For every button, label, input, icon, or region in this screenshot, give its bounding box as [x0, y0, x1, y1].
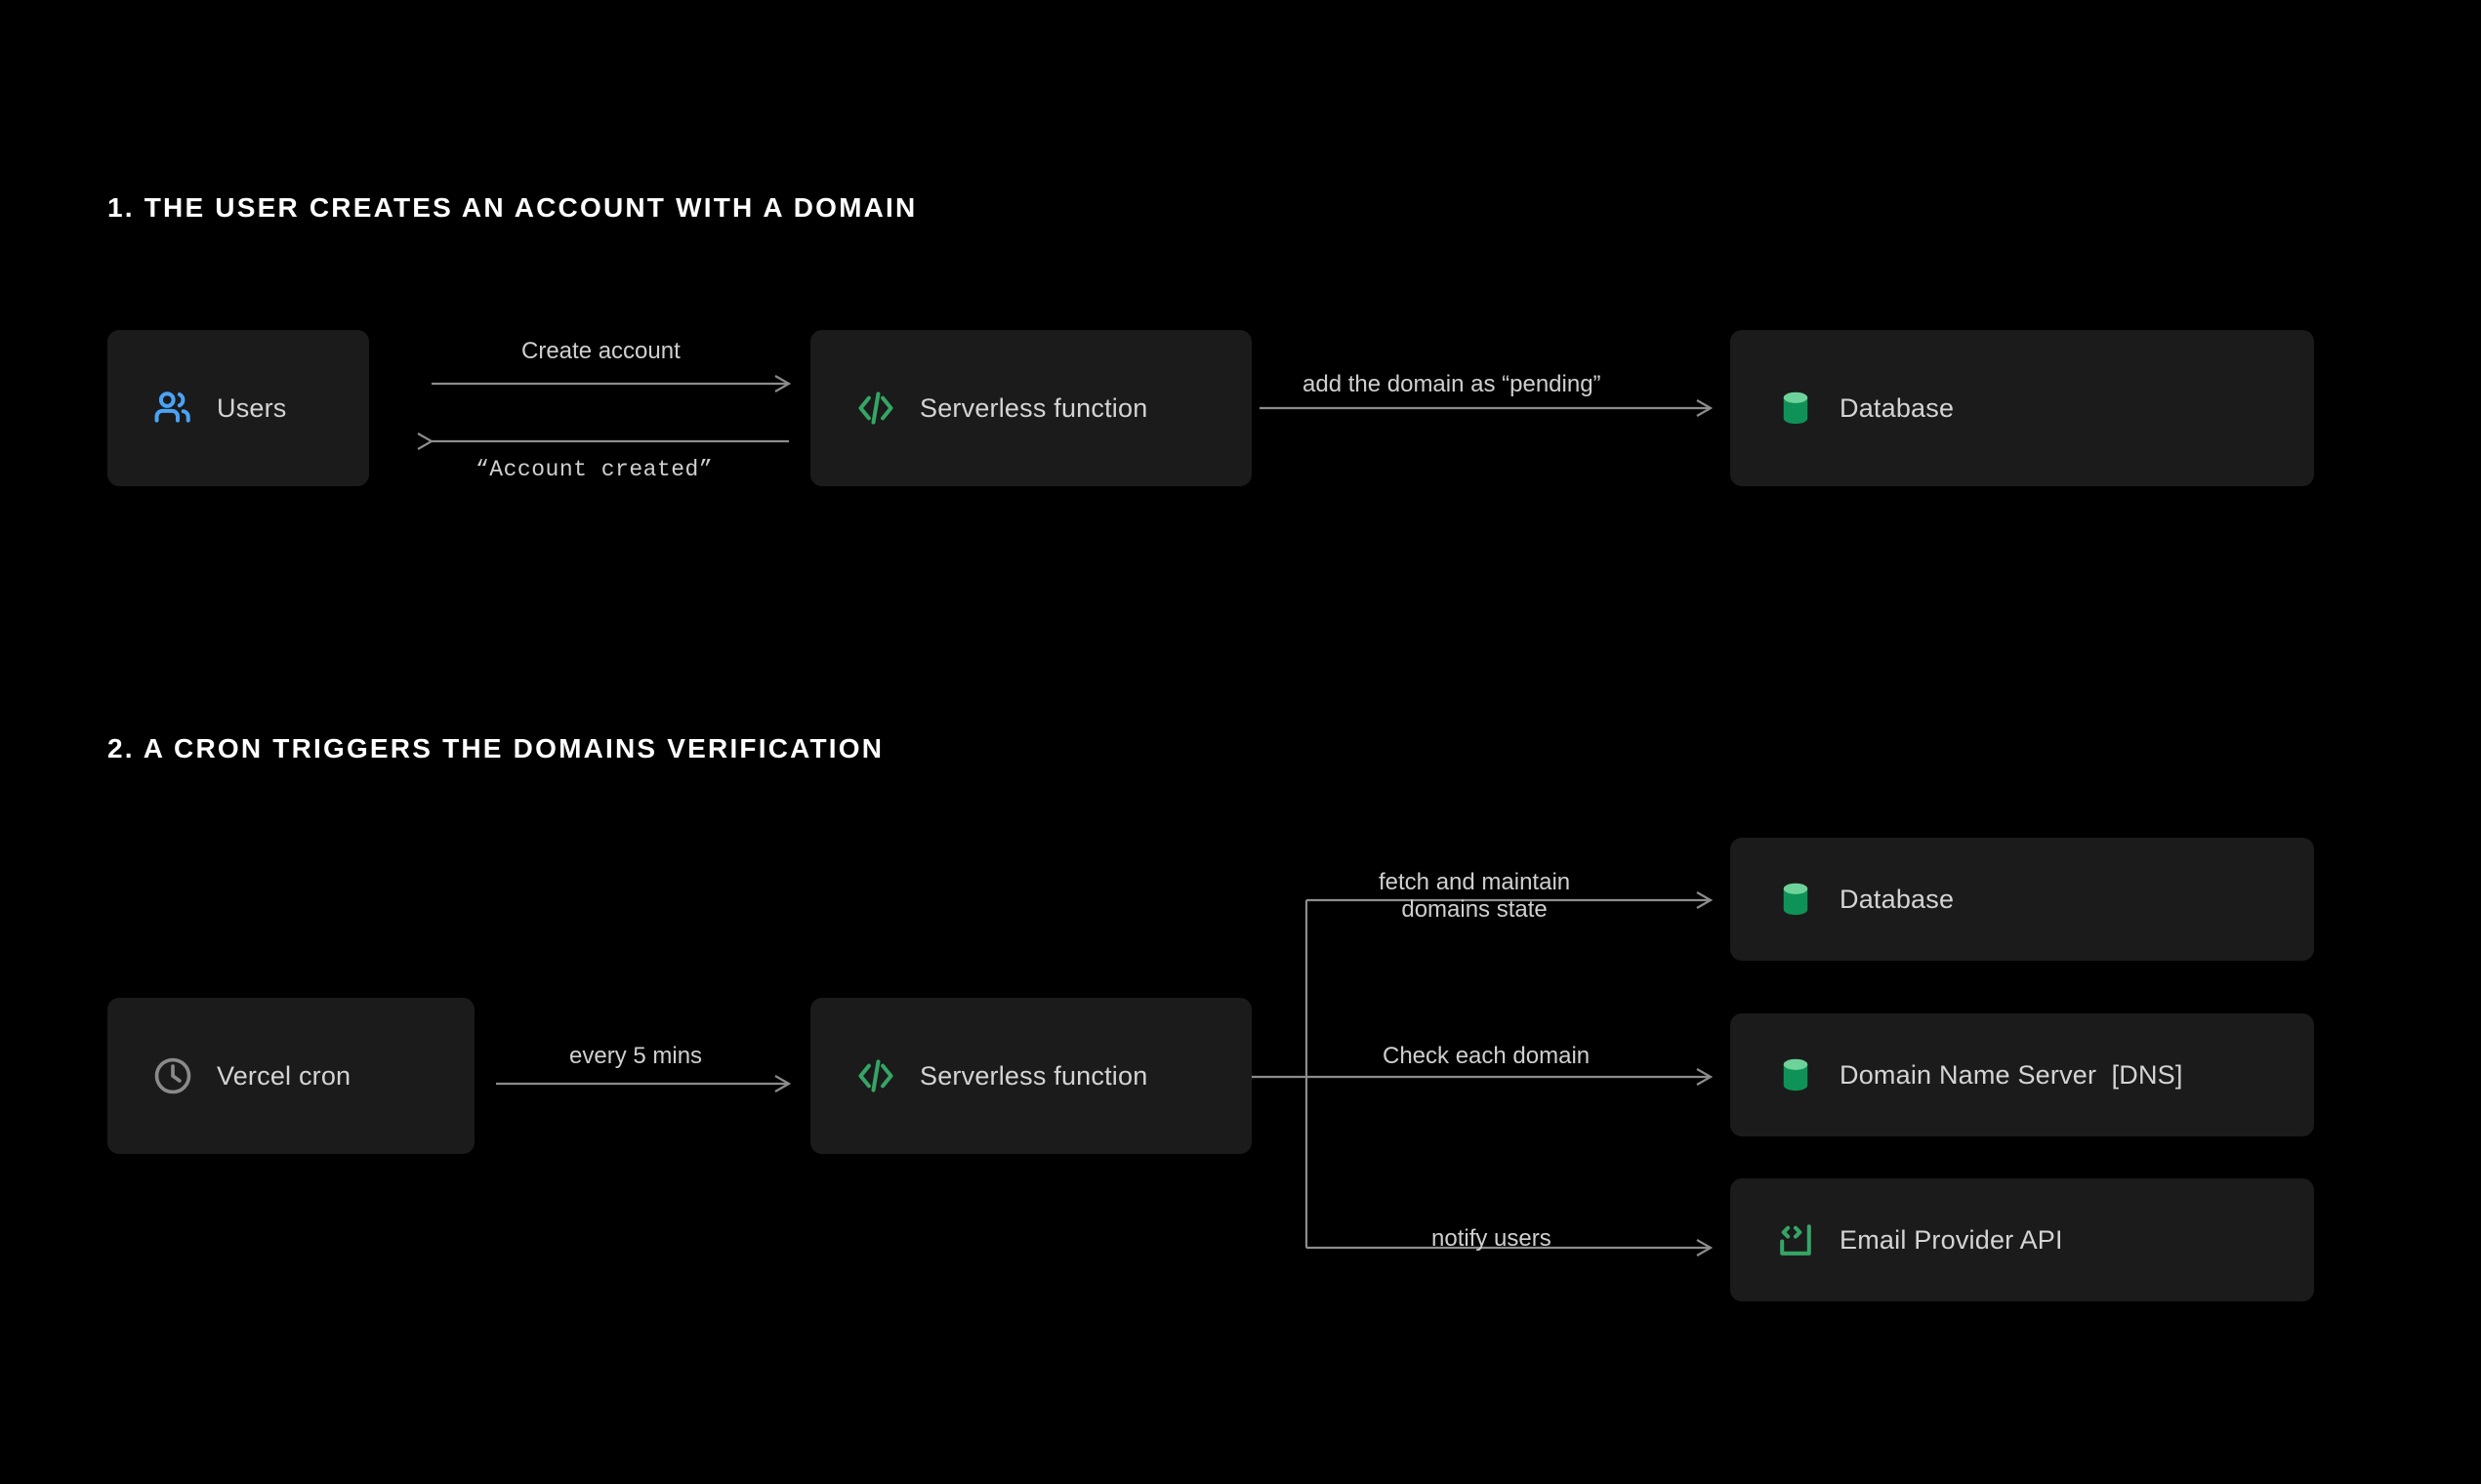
node-label: Vercel cron [217, 1060, 351, 1091]
edge-label-account-created: “Account created” [476, 457, 714, 482]
edge-label-fetch-and-maintain-domains-state: fetch and maintain domains state [1379, 869, 1571, 924]
node-label: Database [1840, 884, 1955, 914]
node-vercel-cron[interactable]: Vercel cron [107, 998, 475, 1154]
code-brackets-icon [853, 386, 898, 431]
edge-label-check-each-domain: Check each domain [1383, 1043, 1591, 1069]
node-label: Serverless function [920, 392, 1148, 423]
clock-icon [150, 1053, 195, 1098]
node-label: Serverless function [920, 1060, 1148, 1091]
node-serverless-function-2[interactable]: Serverless function [810, 998, 1252, 1154]
database-cylinder-icon [1773, 386, 1818, 431]
edge-label-add-domain-pending: add the domain as “pending” [1303, 371, 1601, 397]
node-database-2[interactable]: Database [1730, 838, 2314, 961]
database-cylinder-icon [1773, 1052, 1818, 1097]
api-brackets-icon [1773, 1217, 1818, 1262]
node-serverless-function-1[interactable]: Serverless function [810, 330, 1252, 486]
node-label: Users [217, 392, 287, 423]
node-label: Domain Name Server [DNS] [1840, 1059, 2183, 1090]
node-label: Email Provider API [1840, 1224, 2063, 1255]
edge-label-every-5-mins: every 5 mins [569, 1043, 703, 1069]
section-2-heading: 2. A CRON TRIGGERS THE DOMAINS VERIFICAT… [107, 733, 885, 763]
section-1-heading: 1. THE USER CREATES AN ACCOUNT WITH A DO… [107, 192, 918, 223]
database-cylinder-icon [1773, 877, 1818, 922]
code-brackets-icon [853, 1053, 898, 1098]
node-database-1[interactable]: Database [1730, 330, 2314, 486]
node-domain-name-server[interactable]: Domain Name Server [DNS] [1730, 1013, 2314, 1136]
node-email-provider-api[interactable]: Email Provider API [1730, 1178, 2314, 1301]
node-users[interactable]: Users [107, 330, 369, 486]
edge-label-notify-users: notify users [1431, 1225, 1551, 1252]
node-label: Database [1840, 392, 1955, 423]
users-icon [150, 386, 195, 431]
edge-label-create-account: Create account [521, 338, 681, 364]
